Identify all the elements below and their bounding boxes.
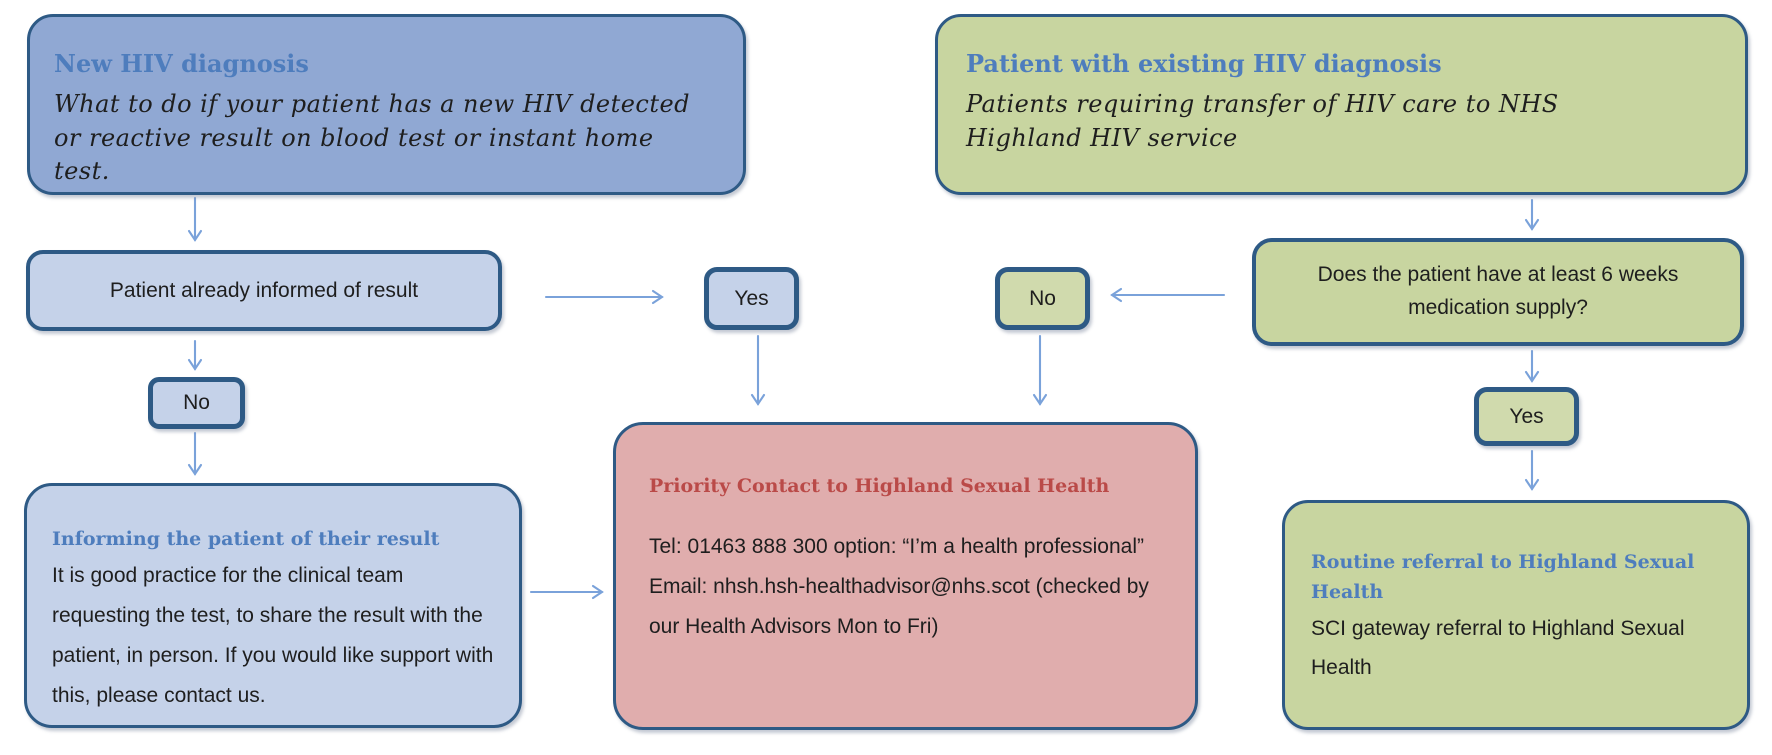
priority-contact-details: Tel: 01463 888 300 option: “I’m a health… — [649, 527, 1154, 647]
box-routine-referral: Routine referral to Highland Sexual Heal… — [1282, 500, 1750, 730]
routine-body: SCI gateway referral to Highland Sexual … — [1311, 616, 1685, 679]
new-hiv-title: New HIV diagnosis — [54, 49, 309, 78]
box-priority-contact: Priority Contact to Highland Sexual Heal… — [613, 422, 1198, 730]
priority-email-line: Email: nhsh.hsh-healthadvisor@nhs.scot (… — [649, 575, 1149, 639]
box-informed-no: No — [148, 377, 245, 429]
existing-hiv-title: Patient with existing HIV diagnosis — [966, 49, 1442, 78]
existing-hiv-subtitle: Patients requiring transfer of HIV care … — [966, 90, 1559, 152]
priority-telephone-line: Tel: 01463 888 300 option: “I’m a health… — [649, 535, 1144, 559]
priority-title: Priority Contact to Highland Sexual Heal… — [649, 475, 1110, 497]
box-medication-no: No — [995, 267, 1090, 330]
box-medication-yes: Yes — [1474, 387, 1579, 446]
routine-title: Routine referral to Highland Sexual Heal… — [1311, 551, 1695, 604]
box-medication-supply-question: Does the patient have at least 6 weeks m… — [1252, 238, 1744, 346]
box-informing-patient: Informing the patient of their result It… — [24, 483, 522, 728]
informing-title: Informing the patient of their result — [52, 528, 440, 550]
box-new-hiv-diagnosis: New HIV diagnosis What to do if your pat… — [27, 14, 746, 195]
box-existing-hiv-diagnosis: Patient with existing HIV diagnosis Pati… — [935, 14, 1748, 195]
box-patient-already-informed: Patient already informed of result — [26, 250, 502, 331]
informing-body: It is good practice for the clinical tea… — [52, 564, 494, 708]
box-informed-yes: Yes — [704, 267, 799, 330]
new-hiv-subtitle: What to do if your patient has a new HIV… — [54, 90, 690, 186]
